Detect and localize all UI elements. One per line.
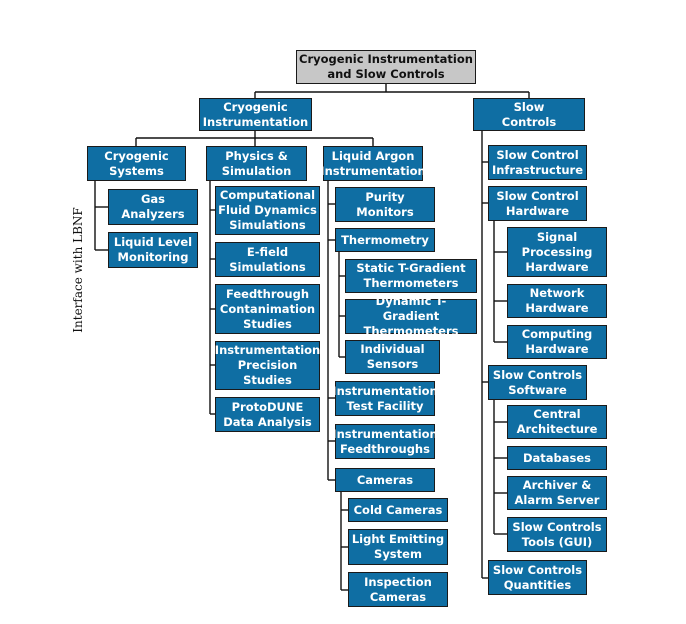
node-root: Cryogenic Instrumentation and Slow Contr… (296, 50, 476, 84)
node-liquid-level: Liquid Level Monitoring (108, 232, 198, 268)
node-cryo-instr: Cryogenic Instrumentation (199, 98, 312, 131)
node-dynamic-t: Dynamic T-Gradient Thermometers (345, 294, 477, 338)
node-static-t: Static T-Gradient Thermometers (345, 259, 477, 293)
node-feedthrough-cont: Feedthrough Contanimation Studies (215, 284, 320, 334)
node-protodune: ProtoDUNE Data Analysis (215, 397, 320, 432)
node-signal-proc: Signal Processing Hardware (507, 227, 607, 277)
side-label: Interface with LBNF (71, 207, 85, 333)
node-inspection: Inspection Cameras (348, 572, 448, 607)
node-cfd: Computational Fluid Dynamics Simulations (215, 186, 320, 235)
node-network-hw: Network Hardware (507, 284, 607, 318)
node-efield: E-field Simulations (215, 242, 320, 277)
node-slow-controls: Slow Controls (473, 98, 585, 131)
node-databases: Databases (507, 446, 607, 470)
node-light-emitting: Light Emitting System (348, 529, 448, 565)
node-thermometry: Thermometry (335, 228, 435, 252)
node-sc-hw: Slow Control Hardware (488, 186, 587, 221)
node-purity: Purity Monitors (335, 187, 435, 222)
node-lar-instr: Liquid Argon Instrumentation (320, 146, 426, 181)
node-physics-sim: Physics & Simulation (206, 146, 307, 181)
node-instr-precision: Instrumentation Precision Studies (215, 341, 320, 390)
node-sc-quantities: Slow Controls Quantities (488, 560, 587, 595)
node-computing-hw: Computing Hardware (507, 325, 607, 359)
node-gas-analyzers: Gas Analyzers (108, 189, 198, 225)
node-sc-infra: Slow Control Infrastructure (488, 145, 587, 180)
node-archiver: Archiver & Alarm Server (507, 476, 607, 510)
node-central-arch: Central Architecture (507, 405, 607, 439)
node-sc-tools: Slow Controls Tools (GUI) (507, 517, 607, 552)
node-individual: Individual Sensors (345, 340, 440, 374)
node-cameras: Cameras (335, 468, 435, 492)
node-cryo-systems: Cryogenic Systems (87, 146, 186, 181)
node-feedthroughs: Instrumentation Feedthroughs (332, 424, 438, 459)
node-test-facility: Instrumentation Test Facility (332, 381, 438, 416)
node-cold-cameras: Cold Cameras (348, 498, 448, 522)
node-sc-sw: Slow Controls Software (488, 365, 587, 400)
